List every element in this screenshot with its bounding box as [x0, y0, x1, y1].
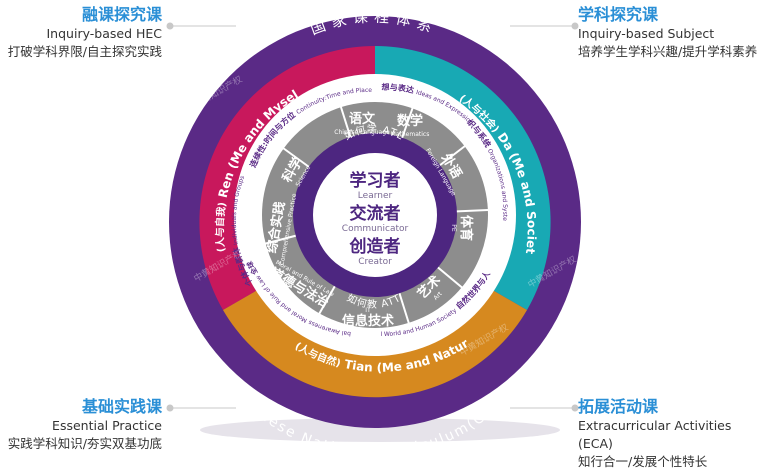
communicator-en: Communicator — [342, 224, 409, 234]
svg-text:Mathematics: Mathematics — [391, 131, 430, 138]
corner-en: Essential Practice — [52, 418, 162, 433]
corner-cn: 打破学科界限/自主探究实践 — [7, 44, 162, 59]
learner-cn: 学习者 — [350, 170, 401, 191]
svg-text:中黄知识产权: 中黄知识产权 — [516, 0, 569, 29]
center-labels: 学习者 Learner 交流者 Communicator 创造者 Creator — [342, 170, 409, 267]
corner-essential-practice: 基础实践课 Essential Practice 实践学科知识/夯实双基功底 — [4, 397, 162, 453]
corner-title: 学科探究课 — [578, 5, 659, 24]
learner-en: Learner — [358, 191, 393, 201]
corner-eca: 拓展活动课 Extracurricular Activities (ECA) 知… — [578, 397, 758, 471]
subject-it: IT 信息技术 — [342, 307, 394, 329]
shadow — [200, 418, 560, 442]
svg-text:数学: 数学 — [397, 113, 423, 129]
corner-title: 基础实践课 — [81, 397, 162, 416]
connector-dot-tr — [571, 22, 579, 30]
corner-en: Inquiry-based HEC — [46, 26, 163, 41]
creator-cn: 创造者 — [349, 236, 401, 257]
corner-cn: 知行合一/发展个性特长 — [578, 454, 708, 469]
connectors — [166, 22, 579, 412]
subject-pe: 体育 PE — [450, 215, 474, 241]
connector-dot-bl — [166, 404, 174, 412]
svg-text:语文: 语文 — [349, 111, 376, 127]
subject-chinese: 语文 Chinese Language — [334, 111, 390, 136]
corner-inquiry-subject: 学科探究课 Inquiry-based Subject 培养学生学科兴趣/提升学… — [578, 5, 758, 61]
svg-text:Chinese Language: Chinese Language — [334, 129, 390, 136]
corner-cn: 培养学生学科兴趣/提升学科素养 — [578, 44, 758, 59]
svg-text:IT: IT — [365, 307, 371, 314]
curriculum-diagram: 国家课程体系 Chinese National Curriculum(CNC) … — [0, 0, 581, 442]
svg-text:体育: 体育 — [458, 215, 474, 241]
corner-en: Extracurricular Activities (ECA) — [578, 418, 732, 451]
corner-inquiry-hec: 融课探究课 Inquiry-based HEC 打破学科界限/自主探究实践 — [4, 5, 162, 61]
corner-en: Inquiry-based Subject — [578, 26, 715, 41]
corner-title: 融课探究课 — [81, 5, 162, 24]
svg-text:信息技术: 信息技术 — [342, 313, 394, 329]
connector-dot-br — [571, 404, 579, 412]
center-circle — [313, 153, 437, 277]
corner-title: 拓展活动课 — [578, 397, 659, 416]
communicator-cn: 交流者 — [350, 203, 401, 224]
connector-dot-tl — [166, 22, 174, 30]
svg-text:Art: Art — [432, 290, 444, 302]
creator-en: Creator — [358, 257, 392, 267]
subject-math: 数学 Mathematics — [391, 113, 430, 138]
corner-cn: 实践学科知识/夯实双基功底 — [7, 436, 162, 451]
svg-text:PE: PE — [450, 224, 457, 232]
